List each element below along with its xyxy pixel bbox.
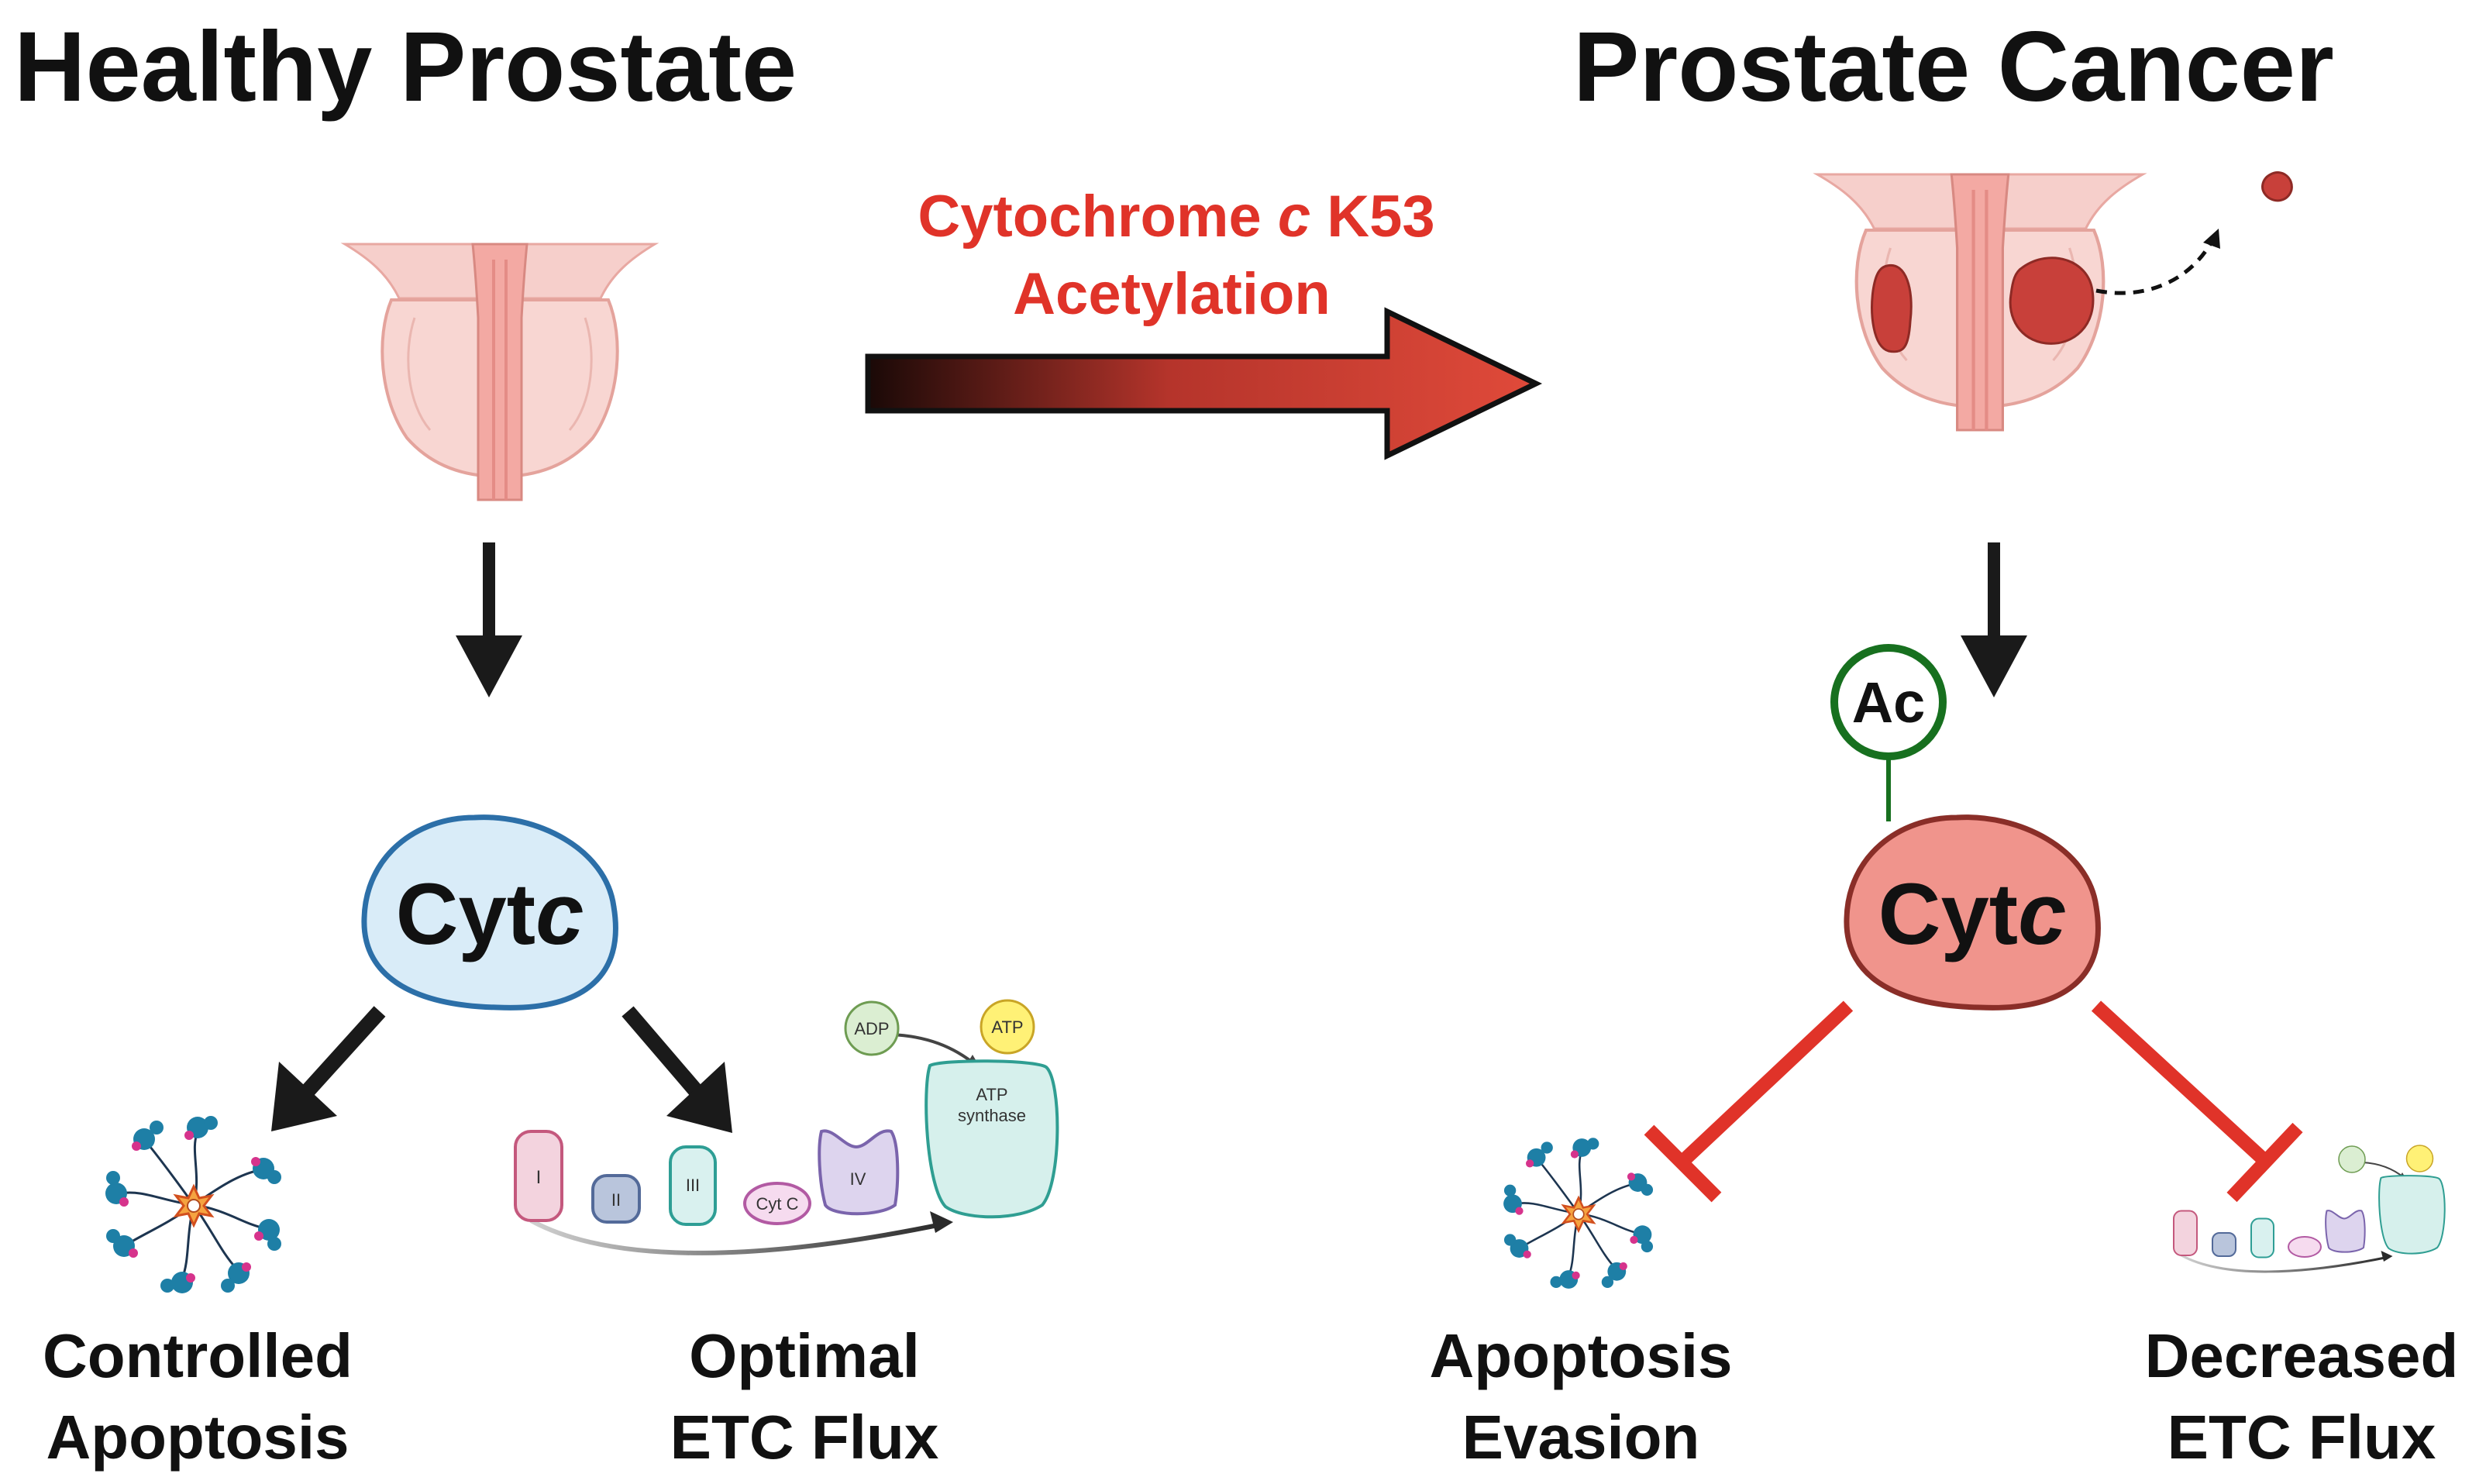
etc-complex3-label: III bbox=[686, 1176, 700, 1195]
cancer-apoptosome bbox=[1502, 1136, 1654, 1290]
cytc-healthy-italic: c bbox=[535, 866, 584, 962]
controlled-apoptosis-line2: Apoptosis bbox=[46, 1403, 349, 1472]
cancer-prostate-illustration bbox=[1817, 171, 2293, 430]
transition-arrow bbox=[865, 307, 1543, 460]
cytc-healthy-prefix: Cyt bbox=[396, 866, 535, 962]
healthy-etc-chain: I II III Cyt C IV ATP synthase ADP ATP bbox=[515, 1000, 1057, 1253]
cytc-cancer-prefix: Cyt bbox=[1878, 866, 2018, 962]
arrow-to-controlled-apoptosis bbox=[271, 1006, 386, 1131]
cytc-cancer-italic: c bbox=[2018, 866, 2066, 962]
etc-cytc-label: Cyt C bbox=[756, 1194, 799, 1214]
acetylation-label-prefix: Cytochrome bbox=[918, 184, 1278, 250]
healthy-prostate-illustration bbox=[343, 243, 656, 501]
apoptosis-evasion-line2: Evasion bbox=[1462, 1403, 1700, 1472]
etc-complex1-label: I bbox=[536, 1167, 542, 1188]
acetylation-label-suffix: K53 bbox=[1310, 184, 1435, 250]
healthy-title: Healthy Prostate bbox=[14, 12, 797, 122]
etc-complex4-label: IV bbox=[850, 1169, 866, 1189]
cytc-healthy-label: Cytc bbox=[396, 866, 584, 962]
cancer-etc-chain bbox=[2172, 1144, 2446, 1273]
acetylation-label-line1: Cytochrome c K53 bbox=[918, 184, 1434, 250]
inhibit-etc-line bbox=[2091, 1000, 2303, 1203]
optimal-etc-line2: ETC Flux bbox=[670, 1403, 939, 1472]
cytc-healthy: Cytc bbox=[364, 818, 616, 1008]
decreased-etc-line2: ETC Flux bbox=[2168, 1403, 2436, 1472]
decreased-etc-line1: Decreased bbox=[2145, 1321, 2459, 1390]
etc-synthase-label1: ATP bbox=[976, 1085, 1007, 1104]
acetylation-label-line2: Acetylation bbox=[1013, 261, 1331, 327]
optimal-etc-line1: Optimal bbox=[689, 1321, 920, 1390]
etc-complex2-label: II bbox=[611, 1190, 621, 1210]
cancer-down-arrow bbox=[1961, 542, 2027, 697]
controlled-apoptosis-line1: Controlled bbox=[43, 1321, 353, 1390]
etc-adp-label: ADP bbox=[854, 1019, 889, 1038]
etc-synthase-label2: synthase bbox=[958, 1106, 1026, 1125]
arrow-to-optimal-etc bbox=[622, 1006, 732, 1133]
cytc-cancer: Cytc bbox=[1847, 818, 2099, 1008]
cytc-cancer-label: Cytc bbox=[1878, 866, 2067, 962]
cancer-title: Prostate Cancer bbox=[1573, 12, 2334, 122]
acetyl-tag-label: Ac bbox=[1852, 670, 1926, 735]
inhibit-apoptosis-line bbox=[1644, 1000, 1854, 1203]
apoptosis-evasion-line1: Apoptosis bbox=[1429, 1321, 1732, 1390]
healthy-apoptosome bbox=[104, 1114, 283, 1295]
acetyl-tag: Ac bbox=[1830, 644, 1947, 821]
healthy-down-arrow bbox=[456, 542, 522, 697]
acetylation-label-italic: c bbox=[1278, 184, 1310, 250]
etc-atp-label: ATP bbox=[991, 1017, 1023, 1037]
